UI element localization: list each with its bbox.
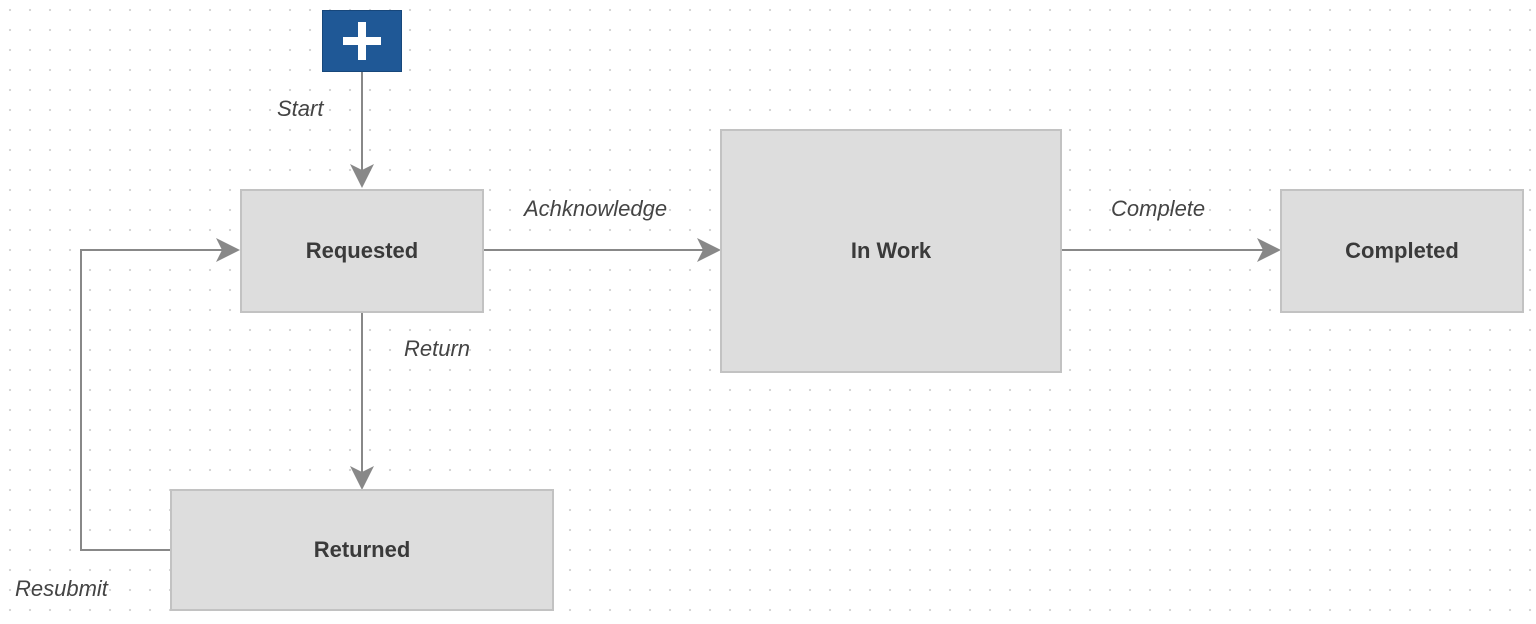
state-returned-label: Returned [313, 537, 411, 562]
start-node[interactable] [322, 10, 402, 72]
complete-connector[interactable] [1061, 238, 1281, 262]
transition-complete-label[interactable]: Complete [1111, 196, 1206, 221]
state-in-work-label: In Work [850, 238, 932, 263]
state-requested-label: Requested [305, 238, 419, 263]
start-connector[interactable] [350, 72, 374, 188]
transition-return-label[interactable]: Return [404, 336, 471, 361]
state-completed-label: Completed [1345, 238, 1459, 263]
state-completed[interactable]: Completed [1280, 189, 1524, 313]
state-requested[interactable]: Requested [240, 189, 484, 313]
transition-acknowledge-label[interactable]: Achknowledge [524, 196, 668, 221]
state-in-work[interactable]: In Work [720, 129, 1062, 373]
return-connector[interactable] [350, 312, 374, 490]
resubmit-connector[interactable] [80, 238, 240, 551]
transition-resubmit-label[interactable]: Resubmit [15, 576, 108, 601]
plus-icon [343, 22, 381, 60]
transition-start-label[interactable]: Start [277, 96, 324, 121]
state-returned[interactable]: Returned [170, 489, 554, 611]
acknowledge-connector[interactable] [483, 238, 721, 262]
